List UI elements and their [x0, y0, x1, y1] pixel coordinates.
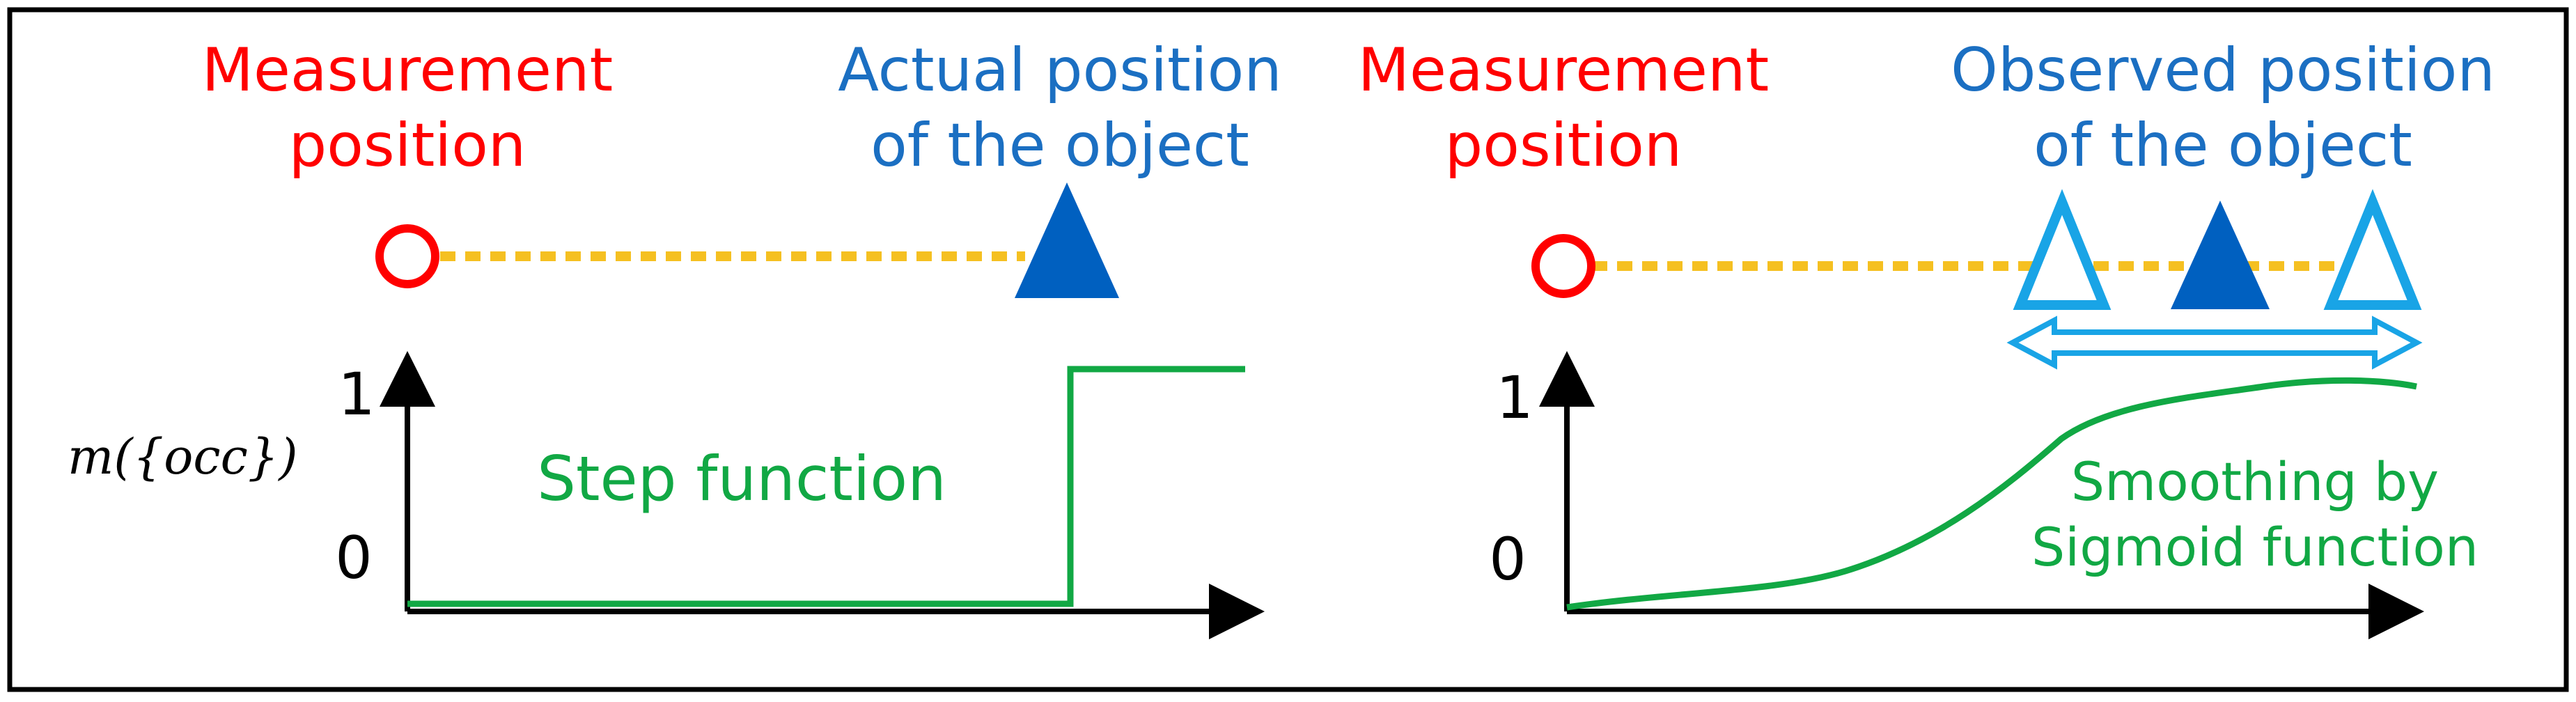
right-object-filled-triangle-icon: [2171, 201, 2270, 309]
left-object-label-line1: Actual position: [838, 36, 1281, 105]
right-observed-outline-triangle-icon: [2323, 189, 2422, 310]
left-y-tick-0: 0: [335, 524, 372, 592]
figure-frame: [7, 7, 2569, 692]
left-measurement-circle-icon: [375, 224, 439, 288]
left-y-axis-label: m({occ}): [68, 428, 298, 485]
left-step-function-curve: [407, 366, 1245, 607]
left-measurement-label-line1: Measurement: [202, 36, 613, 105]
left-object-filled-triangle-icon: [1015, 182, 1119, 298]
right-y-tick-1: 1: [1496, 364, 1533, 432]
left-panel: Measurement position Actual position of …: [68, 36, 1282, 639]
left-object-label-line2: of the object: [871, 111, 1249, 180]
right-object-label-line1: Observed position: [1951, 36, 2495, 105]
right-curve-label-line2: Sigmoid function: [2031, 516, 2479, 578]
left-curve-label: Step function: [537, 443, 946, 515]
left-y-tick-1: 1: [338, 360, 375, 428]
right-y-tick-0: 0: [1489, 525, 1526, 593]
right-object-label-line2: of the object: [2034, 111, 2412, 180]
right-panel: Measurement position Observed position o…: [1358, 36, 2495, 639]
right-sigmoid-curve: [1566, 377, 2417, 611]
right-curve-label-line1: Smoothing by: [2071, 451, 2439, 513]
right-measurement-label-line1: Measurement: [1358, 36, 1769, 105]
right-observed-outline-triangle-icon: [2013, 189, 2111, 310]
right-measurement-circle-icon: [1531, 234, 1595, 298]
right-spread-double-arrow-icon: [2006, 315, 2423, 370]
right-measurement-label-line2: position: [1445, 111, 1683, 180]
left-measurement-label-line2: position: [289, 111, 526, 180]
